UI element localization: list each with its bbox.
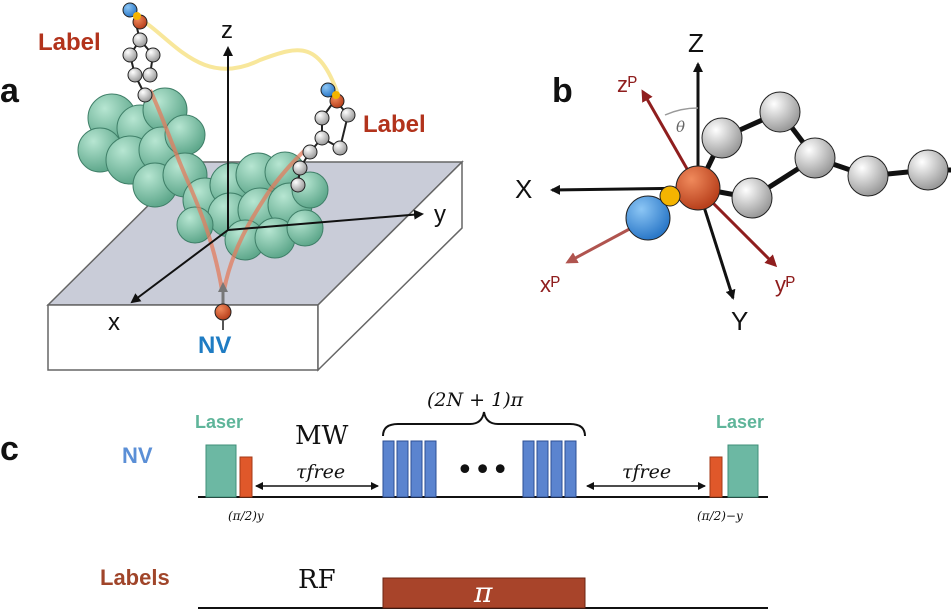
x-axis-arrow <box>130 229 229 304</box>
laser-pulse-left <box>205 444 237 498</box>
nv-link-left <box>148 89 224 291</box>
axis-label-Y: Y <box>731 306 748 336</box>
panel-c: c NV Labels Laser Laser (π/2)y (π/2)−y M… <box>0 389 768 609</box>
zP-label: zᴾ <box>617 72 637 97</box>
nitrogen-atom <box>625 195 671 241</box>
mw-pulse-train-right <box>522 440 577 498</box>
theta-label: θ <box>676 118 685 136</box>
label-text-left: Label <box>38 29 101 56</box>
tau-free-label-left: τfree <box>296 461 345 483</box>
panel-a: a <box>0 2 464 372</box>
panel-letter-c: c <box>0 430 19 468</box>
theta-arc <box>664 107 699 116</box>
spin-icon <box>659 185 681 207</box>
nv-link-right <box>222 148 307 291</box>
axis-label-Z: Z <box>688 28 704 58</box>
panel-b: b Z X Y θ zᴾ <box>515 28 951 336</box>
brace <box>382 411 586 437</box>
pi-half-label-left: (π/2)y <box>228 509 264 523</box>
rf-label: RF <box>298 565 336 595</box>
pi-half-pulse-left <box>239 456 253 498</box>
axis-label-x: x <box>108 309 120 336</box>
labels-row-label: Labels <box>100 565 170 590</box>
panel-letter-b: b <box>552 72 573 110</box>
yP-label: yᴾ <box>775 272 795 297</box>
axis-label-y: y <box>434 201 446 228</box>
rf-pi-pulse <box>382 577 586 609</box>
spin-label-molecule <box>695 91 951 219</box>
axis-label-z: z <box>221 17 233 44</box>
panel-letter-a: a <box>0 72 20 110</box>
laser-label-left: Laser <box>195 412 243 432</box>
laser-label-right: Laser <box>716 412 764 432</box>
xP-label: xᴾ <box>540 272 560 297</box>
brace-label: (2N + 1)π <box>427 389 524 411</box>
rf-pi-label: π <box>473 576 493 609</box>
nv-center <box>214 282 232 330</box>
label-molecule-left <box>122 2 161 103</box>
tether-line <box>137 16 342 101</box>
pi-half-pulse-right <box>709 456 723 498</box>
protein-cluster <box>77 87 329 261</box>
nv-row-label: NV <box>122 443 153 468</box>
label-text-right: Label <box>363 111 426 138</box>
y-axis-arrow <box>227 209 424 231</box>
nv-label: NV <box>198 332 231 359</box>
axis-label-X: X <box>515 174 532 204</box>
label-molecule-right <box>290 82 356 193</box>
tau-free-label-right: τfree <box>622 461 671 483</box>
pulse-ellipsis: ••• <box>456 453 509 488</box>
pi-half-label-right: (π/2)−y <box>697 509 743 523</box>
oxygen-atom <box>675 165 721 211</box>
mw-pulse-train-left <box>382 440 437 498</box>
mw-label: MW <box>295 421 349 451</box>
laser-pulse-right <box>727 444 759 498</box>
